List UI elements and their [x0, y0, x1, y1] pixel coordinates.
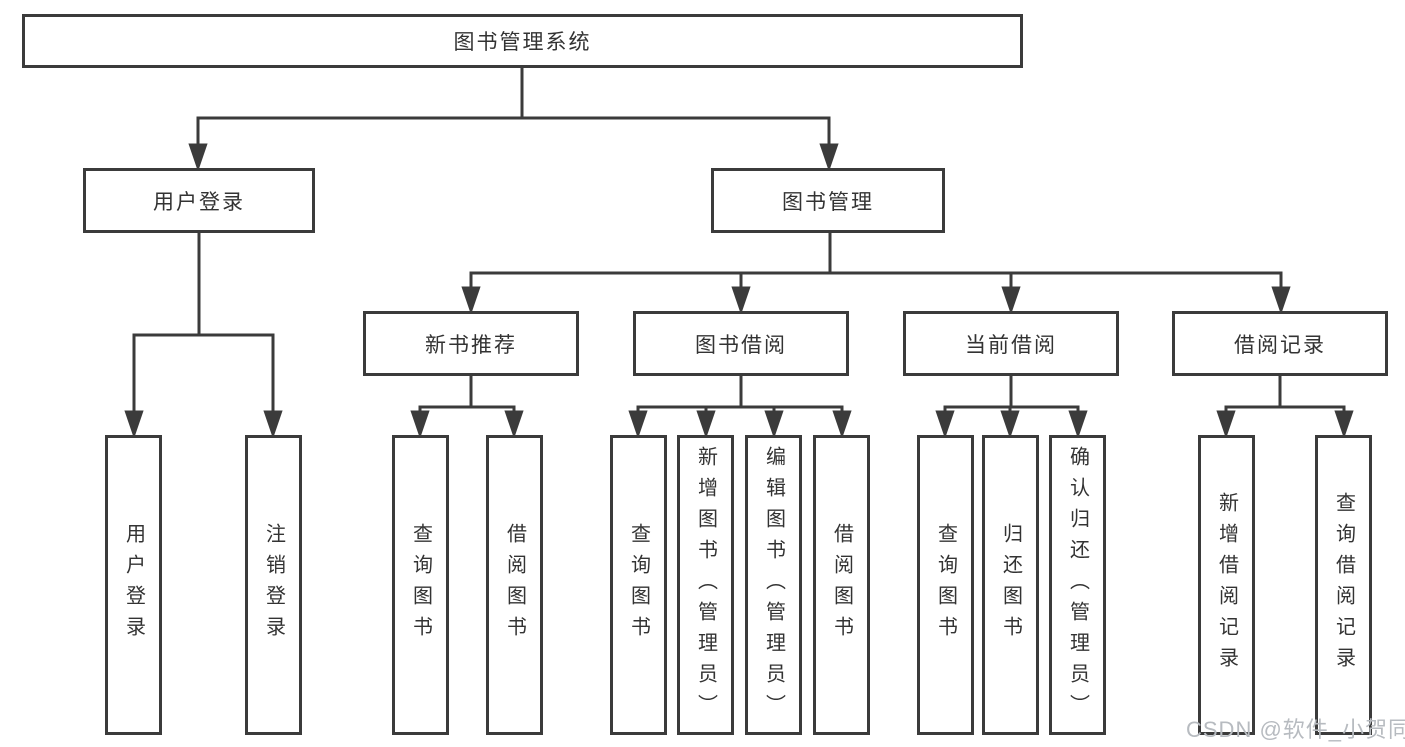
leaf-edit-books-admin-label: 编辑图书（管理员）: [762, 445, 785, 725]
leaf-query-books-recommend: 查询图书: [392, 435, 449, 735]
leaf-borrow-books-recommend-label: 借阅图书: [503, 523, 526, 647]
leaf-logout-label: 注销登录: [262, 523, 285, 647]
node-book-management-label: 图书管理: [782, 190, 874, 214]
node-root: 图书管理系统: [22, 14, 1023, 68]
leaf-confirm-return-admin-label: 确认归还（管理员）: [1066, 445, 1089, 725]
node-user-login: 用户登录: [83, 168, 315, 233]
watermark: CSDN @软件_小贺同学: [1186, 717, 1405, 742]
leaf-logout: 注销登录: [245, 435, 302, 735]
node-root-label: 图书管理系统: [453, 31, 592, 54]
leaf-query-books-borrowing: 查询图书: [610, 435, 667, 735]
leaf-add-borrow-record-label: 新增借阅记录: [1215, 492, 1238, 678]
leaf-return-books-label: 归还图书: [999, 523, 1022, 647]
leaf-user-login: 用户登录: [105, 435, 162, 735]
node-user-login-label: 用户登录: [153, 190, 245, 214]
leaf-borrow-books-recommend: 借阅图书: [486, 435, 543, 735]
leaf-confirm-return-admin: 确认归还（管理员）: [1049, 435, 1106, 735]
node-book-borrowing-label: 图书借阅: [695, 333, 787, 357]
leaf-edit-books-admin: 编辑图书（管理员）: [745, 435, 802, 735]
leaf-add-books-admin: 新增图书（管理员）: [677, 435, 734, 735]
leaf-query-books-current-label: 查询图书: [934, 523, 957, 647]
node-current-borrowing-label: 当前借阅: [965, 333, 1057, 357]
leaf-add-borrow-record: 新增借阅记录: [1198, 435, 1255, 735]
leaf-borrow-books-borrowing: 借阅图书: [813, 435, 870, 735]
leaf-query-borrow-record: 查询借阅记录: [1315, 435, 1372, 735]
leaf-query-books-borrowing-label: 查询图书: [627, 523, 650, 647]
node-borrow-records: 借阅记录: [1172, 311, 1388, 376]
leaf-query-books-recommend-label: 查询图书: [409, 523, 432, 647]
leaf-query-borrow-record-label: 查询借阅记录: [1332, 492, 1355, 678]
node-current-borrowing: 当前借阅: [903, 311, 1119, 376]
node-new-book-recommend: 新书推荐: [363, 311, 579, 376]
node-book-borrowing: 图书借阅: [633, 311, 849, 376]
node-book-management: 图书管理: [711, 168, 945, 233]
leaf-return-books: 归还图书: [982, 435, 1039, 735]
node-borrow-records-label: 借阅记录: [1234, 333, 1326, 357]
leaf-add-books-admin-label: 新增图书（管理员）: [694, 445, 717, 725]
leaf-borrow-books-borrowing-label: 借阅图书: [830, 523, 853, 647]
leaf-query-books-current: 查询图书: [917, 435, 974, 735]
leaf-user-login-label: 用户登录: [122, 523, 145, 647]
node-new-book-recommend-label: 新书推荐: [425, 333, 517, 357]
